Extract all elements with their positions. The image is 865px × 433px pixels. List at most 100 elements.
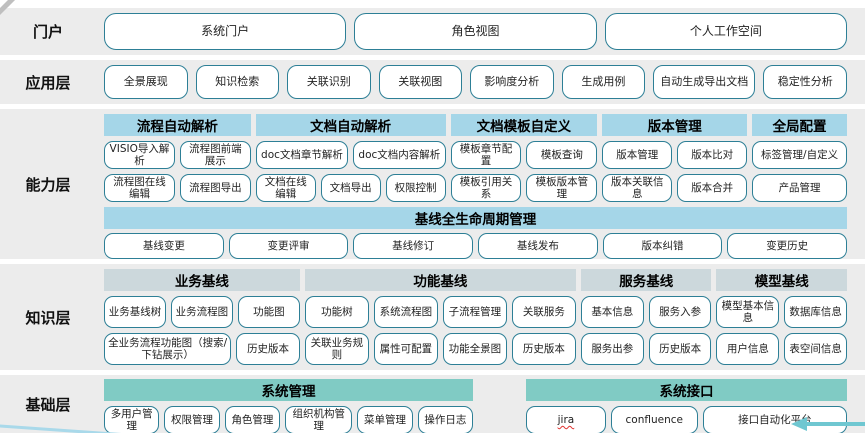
doc-template-custom-item-button[interactable]: 模板版本管理 xyxy=(526,174,598,203)
version-management-item-button[interactable]: 版本合并 xyxy=(677,174,748,203)
system-management-item-button[interactable]: 角色管理 xyxy=(224,406,281,433)
model-baseline-item-button[interactable]: 表空间信息 xyxy=(784,333,847,365)
version-management-item-button[interactable]: 版本管理 xyxy=(602,141,673,170)
layer-label-capability: 能力层 xyxy=(25,175,71,194)
version-management-item-row: 版本管理版本比对 xyxy=(602,141,748,170)
system-interface-item-button[interactable]: confluence xyxy=(610,406,698,433)
version-management-item-button[interactable]: 版本比对 xyxy=(677,141,748,170)
function-baseline-item-button[interactable]: 关联业务规则 xyxy=(304,333,369,365)
function-baseline-item-button[interactable]: 功能全景图 xyxy=(442,333,507,365)
baseline-lifecycle-item-button[interactable]: 基线修订 xyxy=(353,233,474,260)
group-header-business-baseline: 业务基线 xyxy=(104,269,300,291)
system-management-item-button[interactable]: 操作日志 xyxy=(417,406,474,433)
layer-content-portal: 系统门户角色视图个人工作空间 xyxy=(96,8,865,55)
service-baseline-item-button[interactable]: 服务出参 xyxy=(580,333,644,365)
application-buttons-row: 全景展现知识检索关联识别关联视图影响度分析生成用例自动生成导出文档稳定性分析 xyxy=(104,65,847,99)
system-management-item-button[interactable]: 菜单管理 xyxy=(357,406,413,433)
layer-label-knowledge: 知识层 xyxy=(25,308,71,327)
portal-button[interactable]: 个人工作空间 xyxy=(604,13,847,50)
model-baseline-item-button[interactable]: 用户信息 xyxy=(716,333,780,365)
doc-auto-parse-item-button[interactable]: doc文档内容解析 xyxy=(353,141,446,170)
function-baseline-item-button[interactable]: 功能树 xyxy=(304,296,369,328)
baseline-lifecycle-item-button[interactable]: 版本纠错 xyxy=(602,233,723,260)
group-header-global-config: 全局配置 xyxy=(752,114,847,136)
group-version-management: 版本管理版本管理版本比对版本关联信息版本合并 xyxy=(602,114,748,203)
version-management-item-button[interactable]: 版本关联信息 xyxy=(602,174,673,203)
portal-button[interactable]: 角色视图 xyxy=(354,13,597,50)
application-button[interactable]: 全景展现 xyxy=(104,65,188,99)
doc-auto-parse-item-button[interactable]: 权限控制 xyxy=(385,174,446,203)
function-baseline-item-button[interactable]: 属性可配置 xyxy=(373,333,438,365)
layer-content-application: 全景展现知识检索关联识别关联视图影响度分析生成用例自动生成导出文档稳定性分析 xyxy=(96,60,865,104)
application-button[interactable]: 自动生成导出文档 xyxy=(653,65,756,99)
business-baseline-item-button[interactable]: 历史版本 xyxy=(236,333,300,365)
system-interface-item-button[interactable]: 接口自动化平台 xyxy=(702,406,847,433)
doc-template-custom-item-button[interactable]: 模板查询 xyxy=(526,141,598,170)
system-interface-item-button[interactable]: jira xyxy=(526,406,606,433)
layer-label-foundation: 基础层 xyxy=(25,395,71,414)
business-baseline-item-row: 全业务流程功能图（搜索/下钻展示）历史版本 xyxy=(104,333,300,365)
layer-content-knowledge: 业务基线业务基线树业务流程图功能图全业务流程功能图（搜索/下钻展示）历史版本功能… xyxy=(96,264,865,370)
layer-label-portal: 门户 xyxy=(32,23,63,41)
left-arrow-icon xyxy=(791,417,807,431)
baseline-lifecycle-item-button[interactable]: 基线变更 xyxy=(104,233,224,260)
baseline-lifecycle-item-button[interactable]: 基线发布 xyxy=(478,233,598,260)
doc-auto-parse-item-button[interactable]: 文档在线编辑 xyxy=(255,174,316,203)
function-baseline-item-button[interactable]: 关联服务 xyxy=(511,296,576,328)
global-config-item-row: 产品管理 xyxy=(752,174,847,203)
function-baseline-item-button[interactable]: 系统流程图 xyxy=(373,296,438,328)
layer-knowledge: 知识层业务基线业务基线树业务流程图功能图全业务流程功能图（搜索/下钻展示）历史版… xyxy=(0,264,865,370)
model-baseline-item-row: 用户信息表空间信息 xyxy=(716,333,847,365)
application-button[interactable]: 关联视图 xyxy=(378,65,463,99)
business-baseline-item-button[interactable]: 业务流程图 xyxy=(170,296,233,328)
function-baseline-item-button[interactable]: 子流程管理 xyxy=(442,296,507,328)
group-global-config: 全局配置标签管理/自定义产品管理 xyxy=(752,114,847,203)
service-baseline-item-button[interactable]: 历史版本 xyxy=(648,333,712,365)
doc-template-custom-item-row: 模板引用关系模板版本管理 xyxy=(450,174,598,203)
application-button[interactable]: 关联识别 xyxy=(287,65,371,99)
version-management-item-row: 版本关联信息版本合并 xyxy=(602,174,748,203)
process-auto-parse-item-button[interactable]: 流程图在线编辑 xyxy=(104,174,175,203)
model-baseline-item-button[interactable]: 数据库信息 xyxy=(784,296,847,328)
portal-button[interactable]: 系统门户 xyxy=(104,13,347,50)
business-baseline-item-button[interactable]: 全业务流程功能图（搜索/下钻展示） xyxy=(104,333,232,365)
portal-buttons-row: 系统门户角色视图个人工作空间 xyxy=(104,13,847,50)
baseline-lifecycle-item-row: 基线变更变更评审基线修订基线发布版本纠错变更历史 xyxy=(104,233,848,260)
process-auto-parse-item-button[interactable]: 流程图前端展示 xyxy=(179,141,251,170)
doc-template-custom-item-button[interactable]: 模板引用关系 xyxy=(450,174,522,203)
model-baseline-item-row: 模型基本信息数据库信息 xyxy=(716,296,847,328)
group-header-doc-auto-parse: 文档自动解析 xyxy=(255,114,446,136)
group-service-baseline: 服务基线基本信息服务入参服务出参历史版本 xyxy=(580,269,712,365)
application-button[interactable]: 知识检索 xyxy=(195,65,280,99)
application-button[interactable]: 影响度分析 xyxy=(470,65,554,99)
group-header-doc-template-custom: 文档模板自定义 xyxy=(450,114,598,136)
doc-auto-parse-item-button[interactable]: doc文档章节解析 xyxy=(255,141,349,170)
system-management-item-button[interactable]: 组织机构管理 xyxy=(285,406,353,433)
global-config-item-button[interactable]: 标签管理/自定义 xyxy=(752,141,847,170)
service-baseline-item-button[interactable]: 基本信息 xyxy=(580,296,644,328)
baseline-lifecycle-item-button[interactable]: 变更历史 xyxy=(727,233,848,260)
baseline-lifecycle-item-button[interactable]: 变更评审 xyxy=(228,233,349,260)
function-baseline-item-button[interactable]: 历史版本 xyxy=(511,333,576,365)
doc-auto-parse-item-button[interactable]: 文档导出 xyxy=(320,174,381,203)
system-management-item-button[interactable]: 多用户管理 xyxy=(104,406,160,433)
system-management-item-button[interactable]: 权限管理 xyxy=(164,406,220,433)
global-config-item-button[interactable]: 产品管理 xyxy=(752,174,847,203)
application-button[interactable]: 生成用例 xyxy=(561,65,646,99)
process-auto-parse-item-button[interactable]: 流程图导出 xyxy=(179,174,251,203)
business-baseline-item-button[interactable]: 功能图 xyxy=(237,296,300,328)
business-baseline-item-button[interactable]: 业务基线树 xyxy=(104,296,166,328)
doc-template-custom-item-button[interactable]: 模板章节配置 xyxy=(450,141,522,170)
group-doc-template-custom: 文档模板自定义模板章节配置模板查询模板引用关系模板版本管理 xyxy=(450,114,598,203)
process-auto-parse-item-button[interactable]: VISIO导入解析 xyxy=(104,141,175,170)
service-baseline-item-button[interactable]: 服务入参 xyxy=(648,296,712,328)
model-baseline-item-button[interactable]: 模型基本信息 xyxy=(716,296,780,328)
process-auto-parse-item-row: VISIO导入解析流程图前端展示 xyxy=(104,141,251,170)
application-button[interactable]: 稳定性分析 xyxy=(763,65,847,99)
